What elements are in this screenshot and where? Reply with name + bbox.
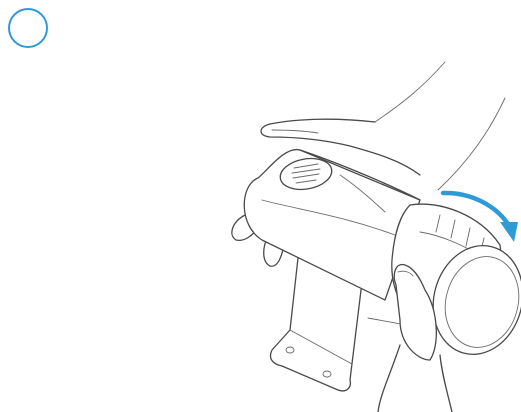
device-illustration [0, 0, 521, 412]
